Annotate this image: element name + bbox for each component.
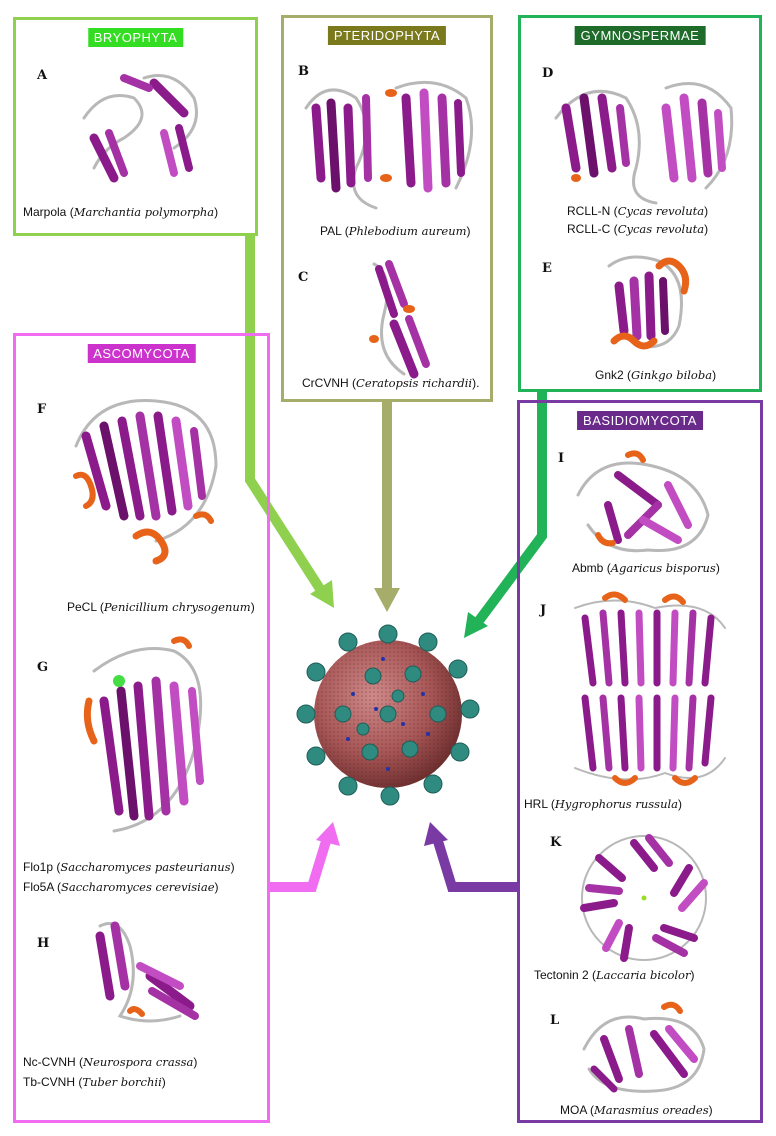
gymnospermae-arrowhead — [464, 612, 488, 638]
protein-name: RCLL-N — [567, 204, 611, 218]
protein-name: CrCVNH — [302, 376, 349, 390]
figure-letter-f: F — [37, 402, 47, 417]
species-name: Phlebodium aureum — [348, 224, 467, 238]
figure-letter-d: D — [542, 66, 554, 81]
species-name: Penicillium chrysogenum — [103, 600, 251, 614]
bryophyta-title: BRYOPHYTA — [87, 28, 184, 47]
pteridophyta-arrowhead — [374, 588, 400, 612]
cvnh-structure — [95, 921, 199, 1023]
species-name: Marasmius oreades — [594, 1103, 709, 1117]
species-name: Ceratopsis richardii — [356, 376, 473, 390]
marpola-structure — [82, 74, 198, 183]
species-name: Saccharomyces pasteurianus — [60, 860, 231, 874]
protein-name: Nc-CVNH — [23, 1055, 76, 1069]
rcll-n-caption: RCLL-N (Cycas revoluta) — [567, 204, 709, 218]
tb-cvnh-caption: Tb-CVNH (Tuber borchii) — [23, 1075, 166, 1089]
crcvnh-structure — [369, 260, 430, 379]
protein-name: MOA — [560, 1103, 587, 1117]
protein-name: Tb-CVNH — [23, 1075, 76, 1089]
species-name: Ginkgo biloba — [631, 368, 713, 382]
species-name: Tuber borchii — [82, 1075, 162, 1089]
species-name: Laccaria bicolor — [596, 968, 691, 982]
rcll-structure — [554, 82, 734, 205]
figure-letter-e: E — [542, 261, 552, 276]
pecl-structure — [73, 399, 218, 565]
protein-name: Gnk2 — [595, 368, 624, 382]
pteridophyta-panel: PTERIDOPHYTA B PAL (Phlebodium aureum) C — [281, 15, 493, 402]
basidiomycota-arrow — [432, 836, 517, 892]
caption-suffix: . — [476, 376, 480, 390]
spike-proteins — [296, 624, 480, 806]
pteridophyta-title: PTERIDOPHYTA — [327, 26, 447, 45]
basidiomycota-title: BASIDIOMYCOTA — [577, 411, 703, 430]
species-name: Cycas revoluta — [617, 204, 705, 218]
figure-letter-i: I — [558, 451, 565, 466]
species-name: Marchantia polymorpha — [73, 205, 215, 219]
flo-structure — [83, 636, 204, 833]
gnk2-caption: Gnk2 (Ginkgo biloba) — [595, 368, 717, 382]
basidiomycota-arrowhead — [424, 822, 448, 846]
pal-caption: PAL (Phlebodium aureum) — [320, 224, 471, 238]
figure-letter-k: K — [550, 835, 562, 850]
marpola-caption: Marpola (Marchantia polymorpha) — [23, 205, 219, 219]
hrl-caption: HRL (Hygrophorus russula) — [524, 797, 683, 811]
flo5a-caption: Flo5A (Saccharomyces cerevisiae) — [23, 880, 219, 894]
abmb-caption: Abmb (Agaricus bisporus) — [572, 561, 720, 575]
flo1p-caption: Flo1p (Saccharomyces pasteurianus) — [23, 860, 235, 874]
gymnospermae-panel: GYMNOSPERMAE D RCLL-N (Cycas revoluta) R… — [518, 15, 762, 392]
figure-letter-b: B — [298, 64, 309, 79]
pal-structure — [304, 80, 474, 210]
figure-letter-j: J — [540, 603, 547, 618]
pecl-caption: PeCL (Penicillium chrysogenum) — [67, 600, 255, 614]
protein-name: PeCL — [67, 600, 97, 614]
moa-caption: MOA (Marasmius oreades) — [560, 1103, 713, 1117]
figure-letter-l: L — [550, 1013, 560, 1028]
bryophyta-panel: BRYOPHYTA A Marpola (Marchantia polymorp… — [13, 17, 258, 236]
gymnospermae-title: GYMNOSPERMAE — [574, 26, 706, 45]
virus-particle — [296, 624, 480, 806]
hrl-structure — [574, 591, 726, 786]
ascomycota-arrow — [270, 836, 332, 892]
protein-name: Abmb — [572, 561, 604, 575]
species-name: Agaricus bisporus — [610, 561, 716, 575]
bryophyta-arrow — [245, 236, 327, 595]
protein-name: Tectonin 2 — [534, 968, 589, 982]
ascomycota-panel: ASCOMYCOTA F PeCL (Penicillium chrysogen… — [13, 333, 270, 1123]
tectonin-caption: Tectonin 2 (Laccaria bicolor) — [534, 968, 695, 982]
figure-letter-a: A — [37, 68, 48, 83]
species-name: Neurospora crassa — [83, 1055, 194, 1069]
figure-letter-g: G — [37, 660, 49, 675]
crcvnh-caption: CrCVNH (Ceratopsis richardii). — [302, 376, 480, 390]
tectonin-structure — [580, 834, 708, 962]
figure-letter-h: H — [37, 936, 50, 951]
figure-letter-c: C — [298, 270, 309, 285]
species-name: Hygrophorus russula — [554, 797, 679, 811]
species-name: Saccharomyces cerevisiae — [61, 880, 215, 894]
gnk2-structure — [607, 255, 690, 350]
protein-name: Flo5A — [23, 880, 54, 894]
protein-name: RCLL-C — [567, 222, 611, 236]
ascomycota-title: ASCOMYCOTA — [87, 344, 196, 363]
protein-name: PAL — [320, 224, 342, 238]
species-name: Cycas revoluta — [617, 222, 705, 236]
moa-structure — [582, 1001, 706, 1093]
bryophyta-arrowhead — [310, 580, 334, 608]
protein-name: Flo1p — [23, 860, 54, 874]
protein-name: HRL — [524, 797, 548, 811]
gymnospermae-arrow — [473, 392, 547, 625]
protein-name: Marpola — [23, 205, 67, 219]
nc-cvnh-caption: Nc-CVNH (Neurospora crassa) — [23, 1055, 198, 1069]
abmb-structure — [576, 450, 710, 553]
ascomycota-arrowhead — [316, 822, 340, 846]
rcll-c-caption: RCLL-C (Cycas revoluta) — [567, 222, 709, 236]
basidiomycota-panel: BASIDIOMYCOTA I Abmb (Agaricus bisporus)… — [517, 400, 763, 1123]
